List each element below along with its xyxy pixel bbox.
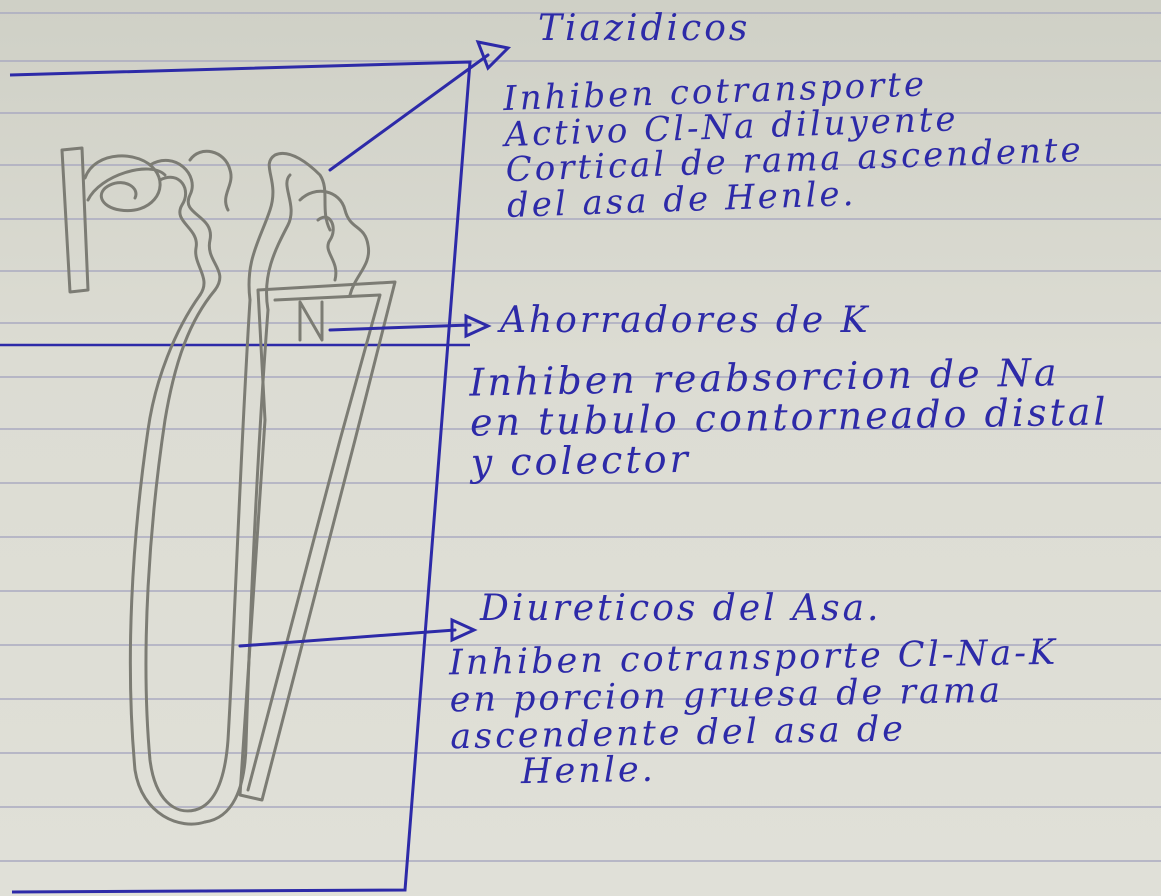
annotation-title: Tiazidicos	[538, 8, 750, 49]
frame-box	[0, 62, 470, 892]
annotation-title: Ahorradores de K	[500, 300, 871, 341]
annotation-ahorradores: Ahorradores de K	[500, 300, 871, 341]
annotation-asa: Diureticos del Asa.	[480, 588, 882, 629]
arrow-asa	[240, 630, 455, 646]
nephron-sketch	[62, 148, 395, 824]
annotation-ahorradores-body: Inhiben reabsorcion de Na en tubulo cont…	[469, 352, 1110, 483]
annotation-asa-body: Inhiben cotransporte Cl-Na-K en porcion …	[449, 635, 1061, 793]
annotation-title: Diureticos del Asa.	[480, 588, 882, 629]
arrow-tiazidicos-head	[478, 42, 508, 68]
annotation-tiazidicos: Tiazidicos	[538, 8, 750, 49]
annotation-tiazidicos-body: Inhiben cotransporte Activo Cl-Na diluye…	[503, 62, 1086, 225]
